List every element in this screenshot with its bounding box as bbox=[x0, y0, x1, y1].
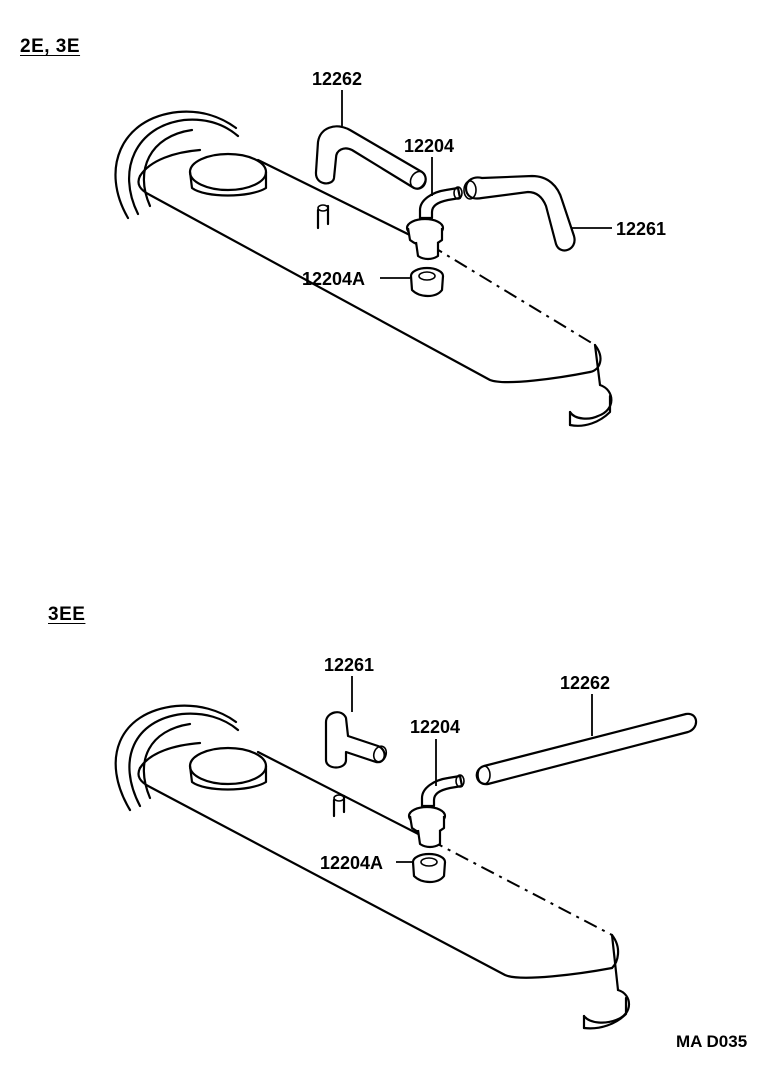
grommet-2 bbox=[411, 852, 447, 884]
callout-12261-section1: 12261 bbox=[616, 219, 667, 239]
section-title-2e-3e: 2E, 3E bbox=[20, 36, 81, 57]
callout-12261-section2: 12261 bbox=[324, 655, 375, 675]
callout-12262-section2: 12262 bbox=[560, 673, 611, 693]
hose-12261-bent bbox=[463, 174, 576, 252]
callout-12204-section2: 12204 bbox=[410, 717, 461, 737]
callout-12204A-section2: 12204A bbox=[320, 853, 384, 873]
cylinder-head-cover-1 bbox=[114, 110, 613, 427]
callout-12204A-section1: 12204A bbox=[302, 269, 366, 289]
drawing-code: MA D035 bbox=[676, 1032, 748, 1051]
hose-12261-elbow bbox=[324, 711, 388, 769]
callout-12204-section1: 12204 bbox=[404, 136, 455, 156]
pcv-valve-1 bbox=[405, 186, 463, 261]
section-title-3ee: 3EE bbox=[48, 604, 86, 625]
grommet-1 bbox=[409, 266, 445, 298]
pcv-valve-2 bbox=[407, 774, 465, 849]
hose-12262-straight bbox=[475, 712, 698, 786]
callout-12262-section1: 12262 bbox=[312, 69, 363, 89]
hose-12262-bent bbox=[314, 125, 427, 190]
cylinder-head-cover-2 bbox=[114, 704, 631, 1030]
